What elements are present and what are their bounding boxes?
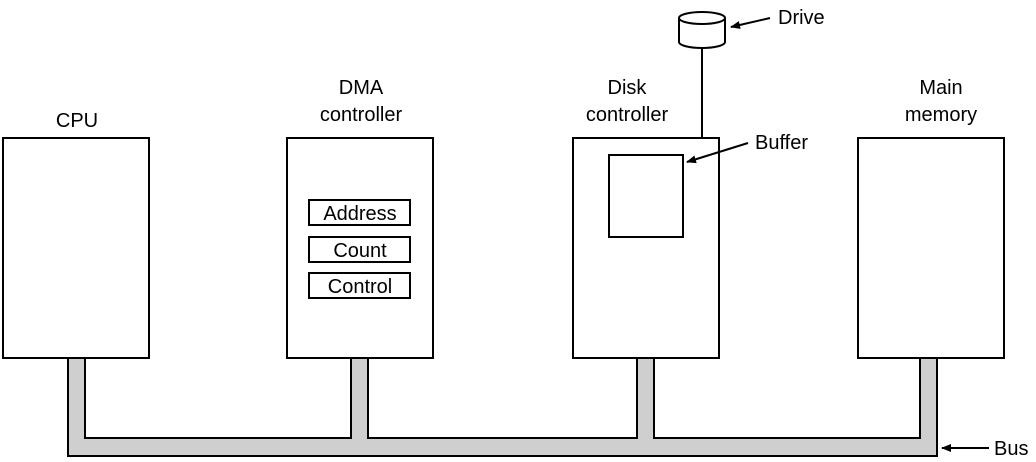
buffer-callout-label: Buffer bbox=[755, 132, 808, 154]
dma-label-line1: DMA bbox=[339, 77, 384, 99]
control-register-label: Control bbox=[328, 276, 392, 298]
drive-cylinder-icon bbox=[678, 11, 726, 49]
main-memory-block: Main memory bbox=[857, 77, 1005, 359]
count-register-label: Count bbox=[333, 240, 387, 262]
count-register bbox=[308, 236, 411, 263]
buffer-arrow bbox=[686, 142, 749, 164]
cpu-label: CPU bbox=[56, 110, 98, 132]
memory-label-line2: memory bbox=[905, 104, 977, 126]
disk-label-line1: Disk bbox=[608, 77, 648, 99]
address-register-label: Address bbox=[323, 203, 396, 225]
drive-arrow bbox=[730, 17, 771, 29]
address-register bbox=[308, 199, 411, 226]
dma-label-line2: controller bbox=[320, 104, 403, 126]
disk-label-line2: controller bbox=[586, 104, 669, 126]
drive-callout-label: Drive bbox=[778, 7, 825, 29]
bus-callout-label: Bus bbox=[994, 438, 1028, 460]
system-bus bbox=[67, 357, 938, 457]
memory-label-line1: Main bbox=[919, 77, 962, 99]
disk-controller-block: Disk controller bbox=[572, 77, 720, 359]
cpu-block: CPU bbox=[2, 110, 150, 359]
buffer-box bbox=[608, 154, 684, 238]
dma-controller-block: DMA controller Address Count Control bbox=[286, 77, 434, 359]
control-register bbox=[308, 272, 411, 299]
